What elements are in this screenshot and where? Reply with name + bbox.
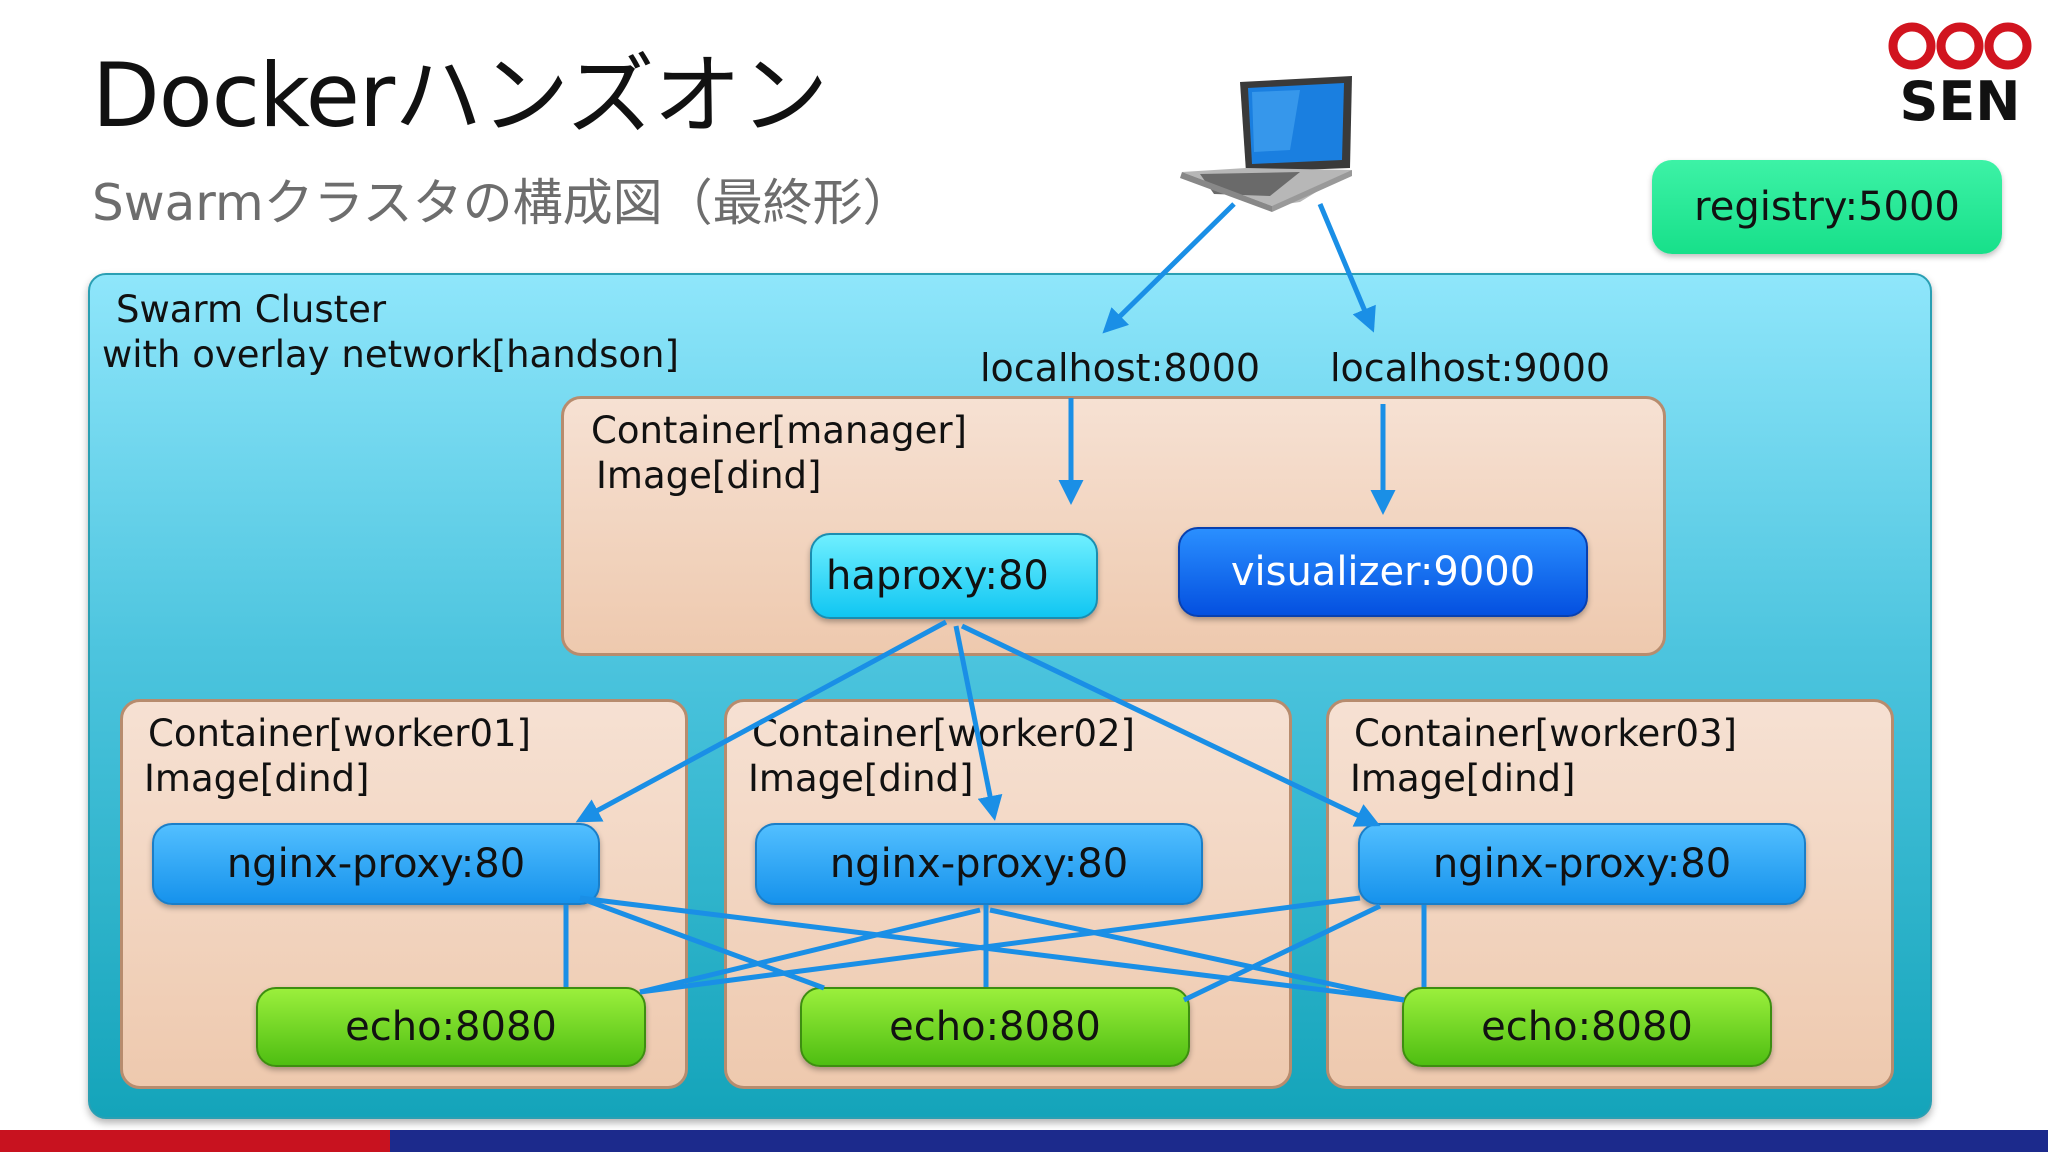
logo-text: SEN	[1900, 70, 2021, 128]
worker01-nginx-proxy: nginx-proxy:80	[152, 823, 600, 905]
footer-bar-blue	[390, 1130, 2048, 1152]
worker03-label-line1: Container[worker03]	[1354, 712, 1737, 755]
laptop-icon	[1180, 76, 1352, 212]
visualizer-service: visualizer:9000	[1178, 527, 1588, 617]
cluster-label-line2: with overlay network[handson]	[102, 333, 679, 376]
port-label-9000: localhost:9000	[1330, 346, 1611, 390]
worker02-label-line1: Container[worker02]	[752, 712, 1135, 755]
manager-label-line2: Image[dind]	[596, 454, 822, 497]
cluster-label-line1: Swarm Cluster	[116, 288, 387, 331]
worker02-label-line2: Image[dind]	[748, 757, 974, 800]
slide-subtitle: Swarmクラスタの構成図（最終形）	[92, 174, 913, 232]
haproxy-service: haproxy:80	[810, 533, 1098, 619]
worker02-echo: echo:8080	[800, 987, 1190, 1067]
sen-logo: SEN	[1880, 18, 2040, 133]
port-label-8000: localhost:8000	[980, 346, 1261, 390]
infinity-loop-icon: SEN	[1888, 22, 2032, 133]
worker02-nginx-proxy: nginx-proxy:80	[755, 823, 1203, 905]
footer-bar-red	[0, 1130, 390, 1152]
worker03-label-line2: Image[dind]	[1350, 757, 1576, 800]
manager-label-line1: Container[manager]	[591, 409, 967, 452]
worker03-echo: echo:8080	[1402, 987, 1772, 1067]
worker03-nginx-proxy: nginx-proxy:80	[1358, 823, 1806, 905]
slide-title: Dockerハンズオン	[92, 44, 828, 147]
registry-box: registry:5000	[1652, 160, 2002, 254]
worker01-label-line1: Container[worker01]	[148, 712, 531, 755]
worker01-echo: echo:8080	[256, 987, 646, 1067]
worker01-label-line2: Image[dind]	[144, 757, 370, 800]
